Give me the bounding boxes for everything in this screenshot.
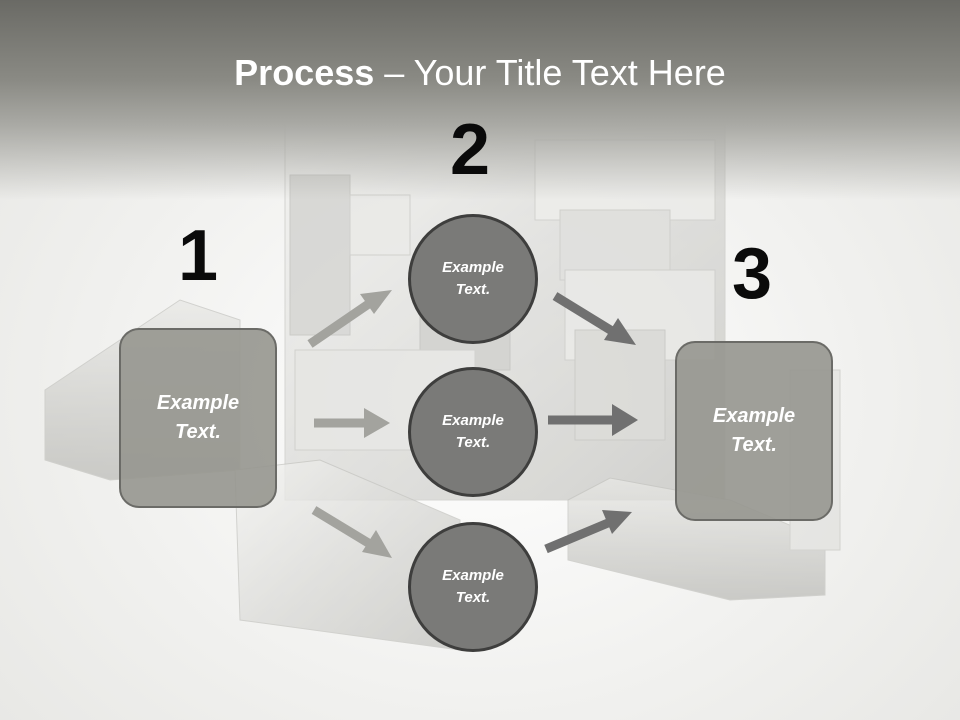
step-3-box-line2: Text. xyxy=(731,434,777,456)
arrow-to-middle-circle xyxy=(314,408,390,438)
step-number-3: 3 xyxy=(732,234,773,314)
circle-top-line1: Example xyxy=(442,258,504,276)
arrow-from-top-circle xyxy=(552,292,636,345)
step-2-circle-bottom: Example Text. xyxy=(408,522,538,652)
step-1-box-line1: Example xyxy=(156,392,240,414)
arrow-to-top-circle xyxy=(307,290,392,348)
step-number-2: 2 xyxy=(450,110,491,190)
step-3-box-line1: Example xyxy=(712,405,796,427)
step-1-box: Example Text. xyxy=(119,328,277,508)
circle-middle-line2: Text. xyxy=(455,434,491,451)
title-bold: Process xyxy=(234,52,375,93)
arrow-from-middle-circle xyxy=(548,404,638,436)
title-rest: – Your Title Text Here xyxy=(374,52,726,93)
slide-title: Process – Your Title Text Here xyxy=(0,52,960,94)
step-3-box: Example Text. xyxy=(675,341,833,521)
arrow-to-bottom-circle xyxy=(311,506,392,558)
step-number-1: 1 xyxy=(178,216,219,296)
arrow-from-bottom-circle xyxy=(544,510,632,554)
circle-middle-line1: Example xyxy=(442,411,504,429)
circle-bottom-line1: Example xyxy=(442,566,504,584)
circle-top-line2: Text. xyxy=(455,281,491,298)
step-1-box-line2: Text. xyxy=(175,421,221,443)
title-band xyxy=(0,0,960,200)
step-2-circle-top: Example Text. xyxy=(408,214,538,344)
step-2-circle-middle: Example Text. xyxy=(408,367,538,497)
circle-bottom-line2: Text. xyxy=(455,589,491,606)
